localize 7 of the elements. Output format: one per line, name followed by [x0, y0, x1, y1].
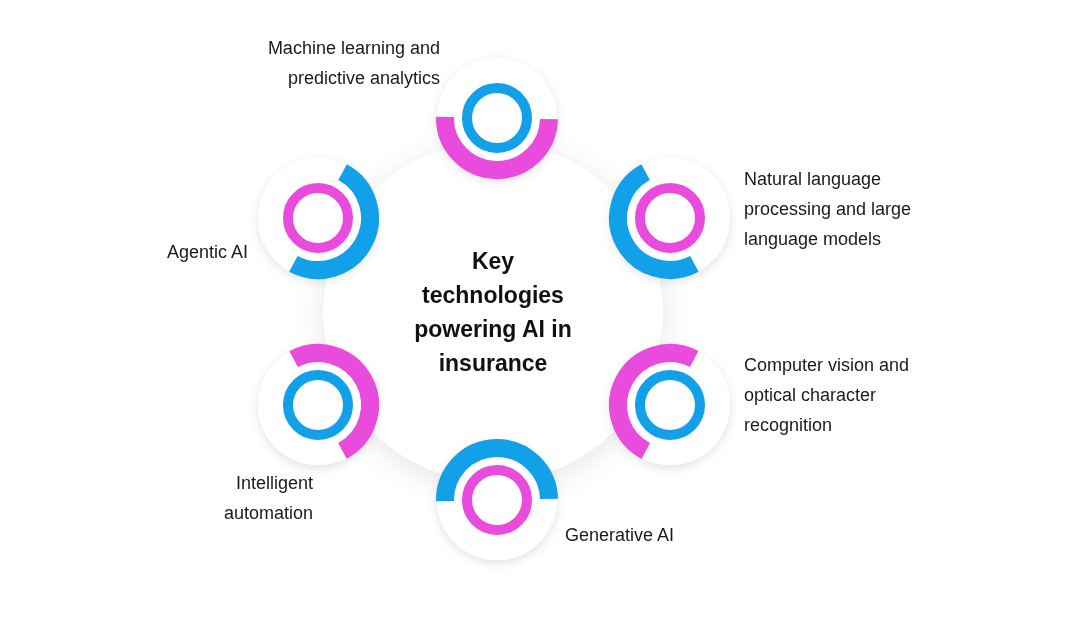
- technology-label: Intelligent automation: [222, 472, 313, 525]
- hub-title: Key technologies powering AI in insurance: [413, 247, 573, 378]
- technology-label: Generative AI: [565, 524, 676, 547]
- technology-label: Natural language processing and large language models: [744, 168, 913, 251]
- technology-label: Machine learning and predictive analytics: [266, 37, 440, 90]
- technology-label: Agentic AI: [165, 241, 248, 264]
- technology-label: Computer vision and optical character recognition: [744, 354, 911, 437]
